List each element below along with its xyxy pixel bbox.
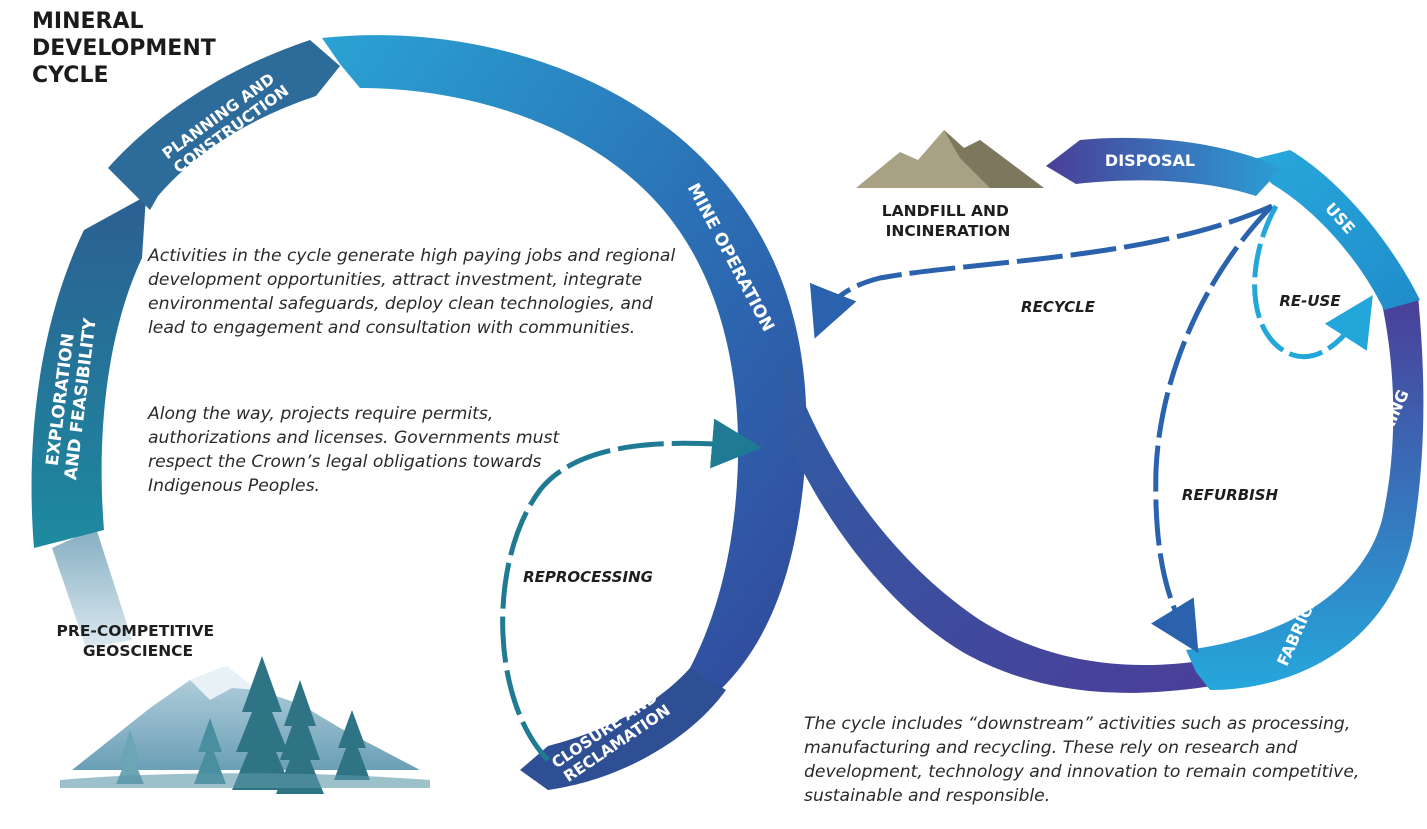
pre-competitive-line-2: GEOSCIENCE xyxy=(83,642,193,660)
pre-competitive-arrow xyxy=(52,528,132,648)
description-paragraph-2: Along the way, projects require permits,… xyxy=(148,404,560,496)
reuse-loop xyxy=(1252,204,1373,360)
forest-illustration-icon xyxy=(60,656,430,794)
landfill-line-1: LANDFILL AND xyxy=(882,202,1009,220)
forest-mountain-shape xyxy=(72,666,420,770)
closure-band xyxy=(520,668,726,790)
fabrication-band xyxy=(1186,296,1424,690)
landfill-label: LANDFILL AND INCINERATION xyxy=(882,202,1014,240)
recycle-loop xyxy=(809,203,1274,339)
reuse-label: RE-USE xyxy=(1279,292,1341,310)
disposal-label: DISPOSAL xyxy=(1105,151,1195,170)
exploration-band xyxy=(31,196,146,548)
landfill-mountain-shade xyxy=(944,130,1044,188)
use-band xyxy=(1250,150,1420,310)
refurbish-loop xyxy=(1151,204,1274,654)
reprocessing-loop xyxy=(500,418,762,762)
pre-competitive-line-1: PRE-COMPETITIVE xyxy=(57,622,215,640)
planning-band xyxy=(108,40,340,210)
disposal-band xyxy=(1046,137,1282,196)
description-paragraph-1: Activities in the cycle generate high pa… xyxy=(148,246,676,338)
forest-ground xyxy=(60,773,430,788)
mine-operation-band xyxy=(322,35,807,690)
landfill-line-2: INCINERATION xyxy=(886,222,1011,240)
forest-tree xyxy=(232,656,292,790)
forest-tree xyxy=(276,680,324,794)
reprocessing-label: REPROCESSING xyxy=(523,568,653,586)
refurbish-label: REFURBISH xyxy=(1182,486,1279,504)
forest-mountain-snow xyxy=(190,666,258,700)
forest-tree xyxy=(194,718,226,784)
forest-tree xyxy=(116,730,144,784)
recycle-label: RECYCLE xyxy=(1021,298,1096,316)
diagram-title: MINERAL DEVELOPMENT CYCLE xyxy=(32,9,216,88)
forest-tree xyxy=(334,710,370,780)
description-paragraph-3: The cycle includes “downstream” activiti… xyxy=(804,714,1360,806)
crossing-band xyxy=(780,354,1212,693)
pre-competitive-label: PRE-COMPETITIVE GEOSCIENCE xyxy=(57,622,220,660)
